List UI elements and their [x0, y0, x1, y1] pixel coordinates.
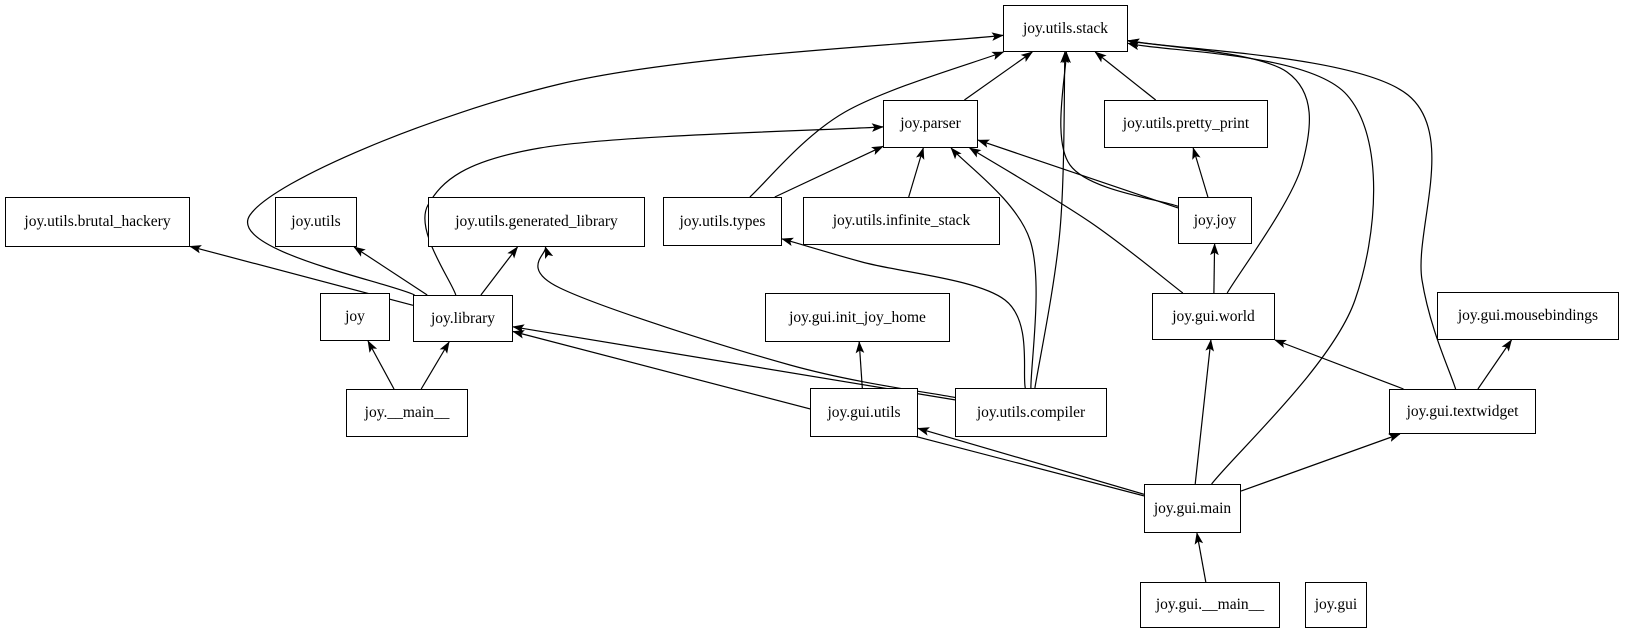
node-joy-utils-pretty-print: joy.utils.pretty_print [1104, 100, 1268, 148]
edge-joy-parser-to-joy-utils-stack [964, 51, 1033, 101]
edge-joy-main--to-joy-library [420, 341, 450, 390]
edge-joy-gui-textwidget-to-joy-gui-world [1274, 339, 1404, 390]
node-joy-gui-utils: joy.gui.utils [810, 388, 918, 437]
edge-joy-joy-to-joy-parser [977, 139, 1179, 209]
edge-joy-library-to-joy-utils [353, 246, 428, 296]
edge-joy-library-to-joy-utils-generated-library [480, 246, 519, 296]
edge-joy-gui-utils-to-joy-gui-init-joy-home [855, 341, 865, 389]
edge-joy-gui-main-to-joy-gui-world [1194, 339, 1214, 485]
node-joy-utils: joy.utils [275, 197, 357, 247]
edge-joy-gui-world-to-joy-parser [968, 147, 1184, 294]
edge-joy-utils-infinite-stack-to-joy-parser [908, 147, 925, 198]
node-joy-utils-stack: joy.utils.stack [1003, 5, 1128, 52]
edge-joy-gui-world-to-joy-joy [1210, 243, 1219, 294]
node-joy-utils-generated-library: joy.utils.generated_library [428, 197, 645, 247]
edge-joy-utils-pretty-print-to-joy-utils-stack [1094, 51, 1157, 101]
edge-joy-gui-main-to-joy-gui-textwidget [1240, 433, 1401, 492]
edge-joy-gui-main-to-joy-gui-utils [917, 427, 1145, 495]
node-joy-gui-init-joy-home: joy.gui.init_joy_home [765, 293, 950, 342]
edge-joy-utils-types-to-joy-parser [774, 145, 884, 198]
node-joy-gui-world: joy.gui.world [1152, 293, 1275, 340]
node-joy-joy: joy.joy [1178, 197, 1252, 244]
node-joy-main: joy.__main__ [346, 389, 468, 437]
node-joy-utils-brutal-hackery: joy.utils.brutal_hackery [5, 197, 190, 247]
node-joy-library: joy.library [413, 295, 513, 342]
edge-joy-main--to-joy [367, 340, 395, 390]
node-joy-gui-textwidget: joy.gui.textwidget [1389, 389, 1536, 434]
edge-joy-gui-textwidget-to-joy-gui-mousebindings [1477, 339, 1512, 390]
edge-joy-utils-compiler-to-joy-utils-stack [1034, 51, 1069, 389]
edge-joy-library-to-joy-utils-stack [246, 32, 1004, 296]
edge-joy-joy-to-joy-utils-pretty-print [1192, 147, 1209, 198]
edge-joy-gui-main--to-joy-gui-main [1194, 532, 1207, 583]
node-joy-utils-compiler: joy.utils.compiler [955, 388, 1107, 437]
node-joy: joy [320, 293, 390, 341]
node-joy-gui-main: joy.gui.__main__ [1140, 582, 1280, 628]
node-joy-utils-types: joy.utils.types [663, 197, 782, 246]
edge-joy-utils-compiler-to-joy-parser [950, 147, 1037, 389]
node-joy-gui-main: joy.gui.main [1144, 484, 1241, 533]
node-joy-gui-mousebindings: joy.gui.mousebindings [1437, 292, 1619, 340]
node-joy-gui: joy.gui [1305, 582, 1367, 628]
node-joy-parser: joy.parser [883, 100, 978, 148]
node-joy-utils-infinite-stack: joy.utils.infinite_stack [803, 197, 1000, 245]
edge-joy-gui-world-to-joy-utils-stack [1127, 38, 1310, 294]
